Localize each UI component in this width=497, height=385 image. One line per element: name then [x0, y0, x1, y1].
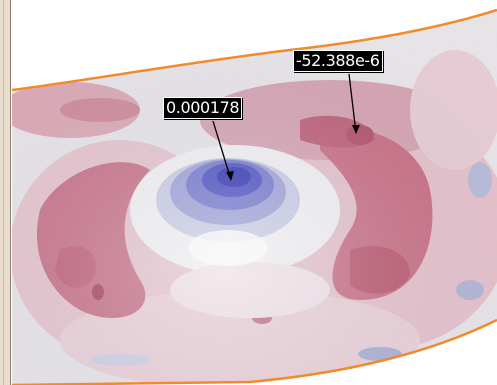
leader-arrow-a — [226, 171, 234, 181]
deviation-label-min[interactable]: -52.388e-6 — [293, 50, 383, 72]
leader-line-b — [348, 73, 357, 134]
surface-edge-top — [11, 8, 497, 92]
leader-line-a — [212, 120, 232, 181]
leader-arrow-b — [352, 125, 360, 134]
deviation-label-max[interactable]: 0.000178 — [163, 97, 243, 119]
surface-edge-bottom — [11, 318, 497, 385]
window-frame-left — [0, 0, 11, 385]
